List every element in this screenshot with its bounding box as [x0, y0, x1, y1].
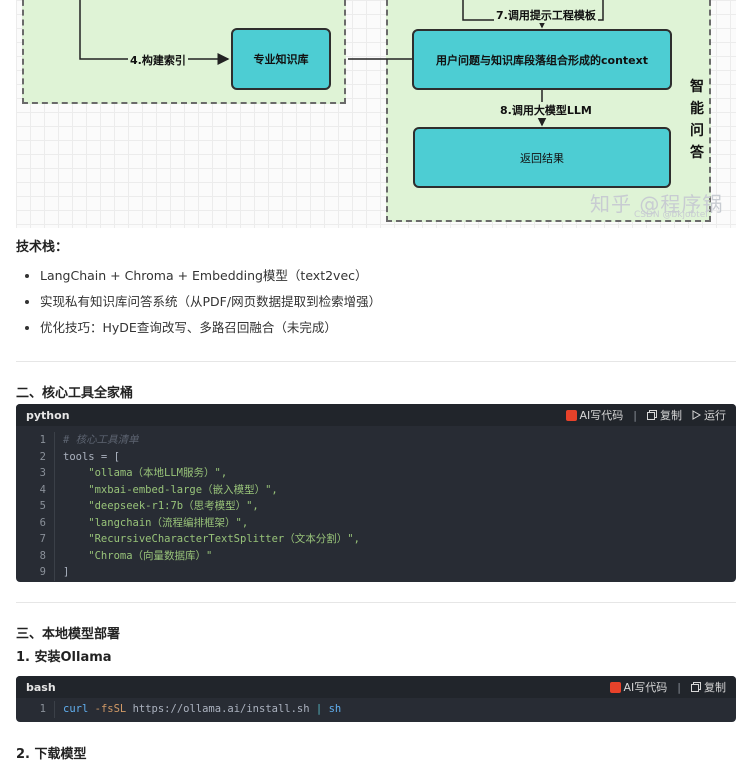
code-line: "mxbai-embed-large（嵌入模型）", [63, 483, 278, 496]
line-numbers: 1 2 3 4 5 6 7 8 9 [16, 432, 55, 581]
action-separator: | [677, 680, 681, 694]
code-line: "deepseek-r1:7b（思考模型）", [63, 500, 259, 512]
code-line: "Chroma（向量数据库）" [63, 549, 213, 562]
section-title-deploy: 三、本地模型部署 [16, 627, 121, 642]
line-number: 1 [39, 434, 46, 446]
code-body: 1 curl -fsSL https://ollama.ai/install.s… [16, 698, 736, 721]
copy-label: 复制 [660, 409, 682, 422]
line-number: 8 [39, 549, 46, 562]
step-download-model: 2. 下载模型 [16, 747, 87, 762]
divider [16, 602, 736, 603]
copy-icon [691, 682, 701, 692]
watermark-small: CSDN @bkjobtel [634, 210, 708, 220]
run-button[interactable]: 运行 [692, 407, 726, 423]
line-number: 1 [39, 703, 46, 715]
list-item: LangChain + Chroma + Embedding模型（text2ve… [40, 268, 720, 284]
code-line: "RecursiveCharacterTextSplitter（文本分割）", [63, 533, 360, 545]
code-line: ] [63, 566, 70, 578]
code-block-python: python AI写代码 | 复制 运行 1 2 3 4 5 6 7 [16, 404, 736, 582]
ai-write-code-label: AI写代码 [623, 681, 668, 694]
rag-flow-diagram: 4.构建索引 专业知识库 7.调用提示工程模板 用户问题与知识库段落组合形成的c… [16, 0, 736, 228]
line-number: 3 [39, 467, 46, 479]
code-line: "langchain（流程编排框架）", [63, 516, 249, 529]
play-icon [692, 410, 701, 420]
line-number: 2 [39, 450, 46, 463]
code-header: python AI写代码 | 复制 运行 [16, 404, 736, 426]
tech-stack-list: LangChain + Chroma + Embedding模型（text2ve… [16, 268, 720, 346]
code-lines[interactable]: curl -fsSL https://ollama.ai/install.sh … [55, 701, 341, 718]
code-language: python [26, 408, 70, 422]
list-item: 优化技巧：HyDE查询改写、多路召回融合（未完成） [40, 320, 720, 336]
line-number: 5 [39, 500, 46, 512]
code-line: # 核心工具清单 [63, 434, 139, 446]
watermark: 知乎 @程序锅 [590, 192, 724, 216]
line-number: 6 [39, 516, 46, 529]
line-number: 4 [39, 483, 46, 496]
code-line: curl -fsSL https://ollama.ai/install.sh … [63, 701, 341, 718]
code-body: 1 2 3 4 5 6 7 8 9 # 核心工具清单 tools = [ "ol… [16, 426, 736, 582]
line-number: 9 [39, 566, 46, 578]
code-pipe: | [315, 703, 323, 715]
copy-button[interactable]: 复制 [691, 679, 726, 695]
run-label: 运行 [704, 409, 726, 422]
ai-write-code-button[interactable]: AI写代码 [609, 679, 668, 695]
ai-write-code-label: AI写代码 [579, 409, 624, 422]
tech-stack-label: 技术栈： [16, 240, 69, 255]
edge-label-prompt-template: 7.调用提示工程模板 [494, 7, 598, 23]
edge-build-index [79, 0, 230, 65]
divider [16, 361, 736, 362]
code-header: bash AI写代码 | 复制 [16, 676, 736, 698]
code-block-bash: bash AI写代码 | 复制 1 curl -fsSL https://oll… [16, 676, 736, 722]
code-command: curl [63, 703, 89, 715]
node-knowledge-base: 专业知识库 [231, 28, 331, 90]
action-separator: | [633, 408, 637, 422]
node-return: 返回结果 [413, 127, 671, 188]
code-line: "ollama（本地LLM服务）", [63, 467, 228, 479]
code-line: tools = [ [63, 450, 120, 463]
line-number: 7 [39, 533, 46, 545]
edge-label-call-llm: 8.调用大模型LLM [498, 102, 594, 118]
code-language: bash [26, 680, 56, 694]
copy-button[interactable]: 复制 [647, 407, 682, 423]
zone-label-qa: 智能问答 [690, 79, 704, 161]
edge-label-build-index: 4.构建索引 [128, 52, 188, 68]
ai-write-code-button[interactable]: AI写代码 [565, 407, 624, 423]
ai-code-icon [609, 681, 621, 693]
section-title-tools: 二、核心工具全家桶 [16, 386, 134, 401]
ai-code-icon [565, 409, 577, 421]
code-flag: -fsSL [94, 703, 127, 715]
line-numbers: 1 [16, 701, 55, 718]
list-item: 实现私有知识库问答系统（从PDF/网页数据提取到检索增强） [40, 294, 720, 310]
code-shell: sh [328, 703, 342, 715]
node-context: 用户问题与知识库段落组合形成的context [412, 29, 672, 90]
copy-label: 复制 [704, 681, 726, 694]
step-install-ollama: 1. 安装Ollama [16, 650, 112, 665]
copy-icon [647, 410, 657, 420]
code-url: https://ollama.ai/install.sh [132, 703, 310, 715]
code-lines[interactable]: # 核心工具清单 tools = [ "ollama（本地LLM服务）", "m… [55, 432, 360, 581]
